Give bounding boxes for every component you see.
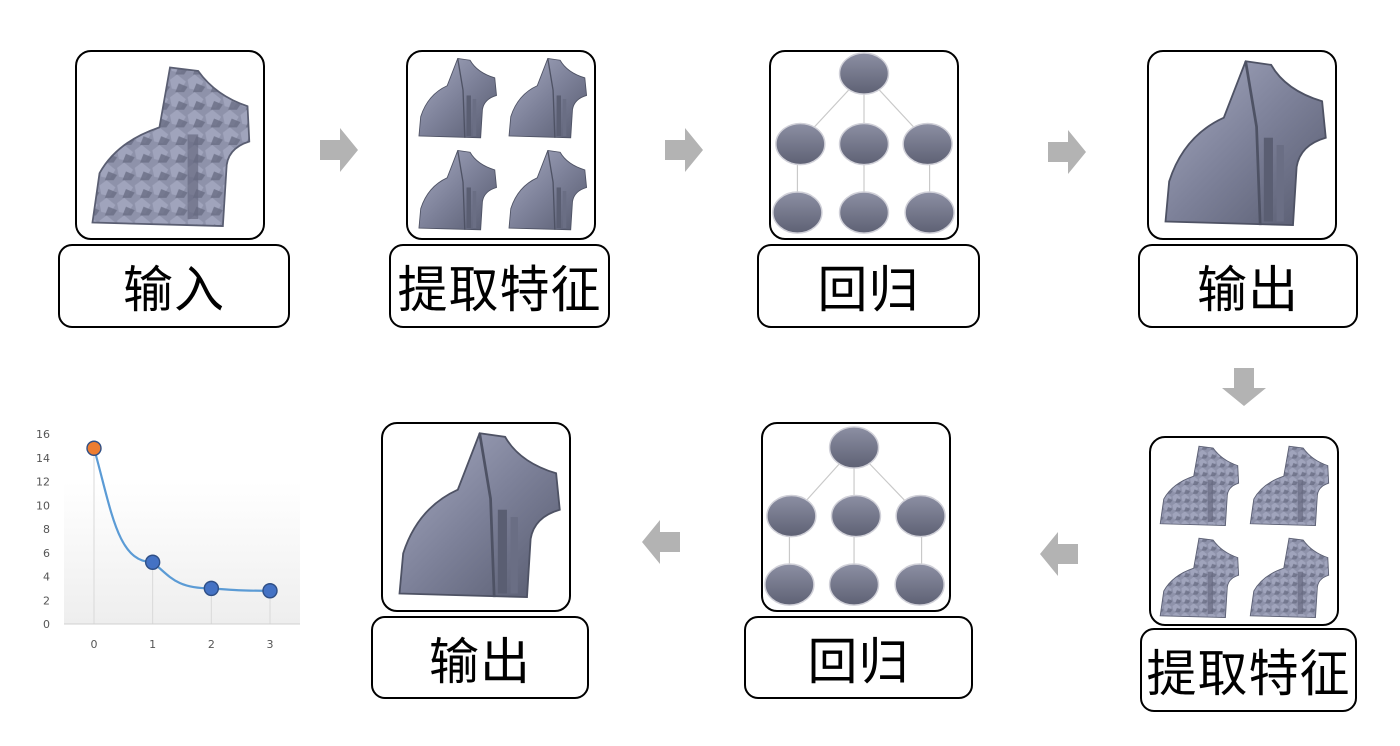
data-point [144, 554, 161, 570]
output-mesh-image [1147, 50, 1337, 240]
input-mesh-image [75, 50, 265, 240]
feature-meshes-image [1149, 436, 1339, 626]
step-label-regression: 回归 [744, 616, 973, 699]
y-tick-label: 10 [36, 499, 50, 512]
y-tick-label: 16 [36, 428, 50, 441]
output-mesh-image [381, 422, 571, 612]
regression-tree-image [769, 50, 959, 240]
down-arrow-icon [1222, 368, 1266, 406]
step-label-input: 输入 [58, 244, 290, 328]
data-point [262, 583, 278, 599]
series-line [92, 447, 271, 592]
y-tick-label: 0 [43, 618, 50, 631]
y-tick-label: 2 [43, 594, 50, 607]
plot-background [64, 481, 300, 624]
feature-meshes-image [406, 50, 596, 240]
regression-tree-image [761, 422, 951, 612]
left-arrow-icon [1040, 532, 1078, 576]
x-tick-label: 1 [149, 638, 156, 651]
step-label-output: 输出 [371, 616, 589, 699]
right-arrow-icon [1048, 130, 1086, 174]
step-label-output: 输出 [1138, 244, 1358, 328]
right-arrow-icon [320, 128, 358, 172]
y-tick-label: 4 [43, 571, 50, 584]
left-arrow-icon [642, 520, 680, 564]
step-label-extract-features: 提取特征 [1140, 628, 1357, 712]
y-tick-label: 12 [36, 476, 50, 489]
y-tick-label: 6 [43, 547, 50, 560]
y-tick-label: 8 [43, 523, 50, 536]
data-point [86, 440, 102, 456]
y-tick-label: 14 [36, 452, 50, 465]
x-tick-label: 2 [208, 638, 215, 651]
x-tick-label: 0 [91, 638, 98, 651]
right-arrow-icon [665, 128, 703, 172]
x-tick-label: 3 [267, 638, 274, 651]
step-label-regression: 回归 [757, 244, 980, 328]
data-point [203, 580, 220, 597]
step-label-extract-features: 提取特征 [389, 244, 610, 328]
